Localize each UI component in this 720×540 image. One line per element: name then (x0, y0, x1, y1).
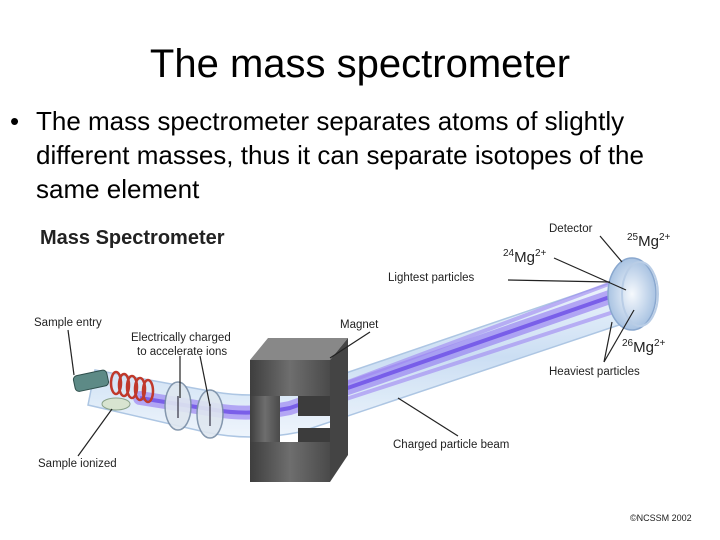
mg26-charge: 2+ (654, 338, 666, 349)
mg24-symbol: Mg (514, 249, 535, 266)
ionized-sample (102, 398, 130, 410)
mg25-symbol: Mg (638, 233, 659, 250)
sample-ionized-label: Sample ionized (38, 458, 117, 470)
electrically-charged-label-line1: Electrically charged (131, 332, 231, 344)
mg24-label: 24Mg2+ (503, 248, 547, 266)
slide-title: The mass spectrometer (0, 42, 720, 87)
detector (608, 258, 656, 330)
mg26-symbol: Mg (633, 339, 654, 356)
mg26-label: 26Mg2+ (622, 338, 666, 356)
magnet (250, 338, 348, 482)
electrically-charged-label-line2: to accelerate ions (137, 346, 227, 358)
detector-label: Detector (549, 223, 593, 235)
mg25-label: 25Mg2+ (627, 232, 671, 250)
mg24-charge: 2+ (535, 248, 547, 259)
mass-spectrometer-diagram: Mass Spectrometer (0, 210, 720, 540)
mg25-mass: 25 (627, 232, 639, 243)
magnet-label: Magnet (340, 319, 379, 331)
sample-entry-label: Sample entry (34, 317, 102, 329)
mg25-charge: 2+ (659, 232, 671, 243)
bullet-text: The mass spectrometer separates atoms of… (36, 104, 686, 206)
beam-label: Charged particle beam (393, 439, 509, 451)
heaviest-label: Heaviest particles (549, 366, 640, 378)
diagram-heading: Mass Spectrometer (40, 227, 225, 249)
lightest-label: Lightest particles (388, 272, 475, 284)
copyright-label: ©NCSSM 2002 (630, 513, 692, 523)
mg26-mass: 26 (622, 338, 634, 349)
mg24-mass: 24 (503, 248, 515, 259)
bullet-marker: • (10, 104, 19, 138)
